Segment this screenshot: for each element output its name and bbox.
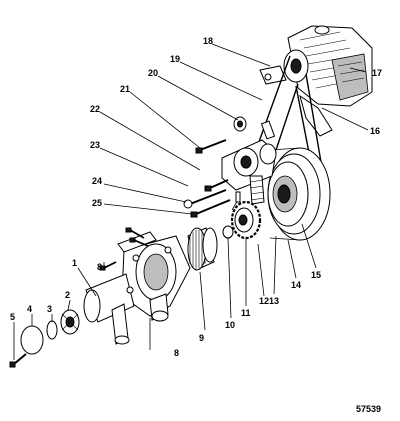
callout-18: 17 xyxy=(372,68,382,78)
callout-20: 19 xyxy=(170,54,180,64)
callout-1: 1 xyxy=(72,258,77,268)
callout-3: 3 xyxy=(47,304,52,314)
callout-9: 8 xyxy=(174,348,179,358)
callout-23: 22 xyxy=(90,104,100,114)
callout-22: 21 xyxy=(120,84,130,94)
callout-16: 15 xyxy=(311,270,321,280)
pump-housing-illustration xyxy=(83,231,191,345)
callout-24: 23 xyxy=(90,140,100,150)
callout-13: 12 xyxy=(259,296,269,306)
callout-4: 4 xyxy=(27,304,32,314)
callout-15: 14 xyxy=(291,280,301,290)
leader-lines xyxy=(13,43,369,360)
alternator-illustration xyxy=(259,25,373,137)
callout-26: 25 xyxy=(92,198,102,208)
tensioner-assembly-illustration xyxy=(221,116,277,205)
callout-8: 8 xyxy=(97,262,102,272)
callout-10: 9 xyxy=(199,333,204,343)
callout-17: 16 xyxy=(370,126,380,136)
crankshaft-pulley-illustration xyxy=(267,147,331,241)
drive-belt-illustration xyxy=(255,55,323,169)
callout-25: 24 xyxy=(92,176,102,186)
callout-5: 5 xyxy=(10,312,15,322)
callout-21: 20 xyxy=(148,68,158,78)
figure-reference-number: 57539 xyxy=(356,404,381,414)
callout-labels: 18 19 20 21 22 23 24 25 17 16 15 14 13 1… xyxy=(10,36,382,358)
housing-screws-illustration xyxy=(99,227,149,271)
callout-14: 13 xyxy=(269,296,279,306)
callout-11: 10 xyxy=(225,320,235,330)
seal-kit-illustration xyxy=(9,309,80,368)
callout-19: 18 xyxy=(203,36,213,46)
tensioner-bolts-illustration xyxy=(183,139,231,218)
impeller-illustration xyxy=(187,227,218,271)
callout-12: 11 xyxy=(241,308,251,318)
callout-2: 2 xyxy=(65,290,70,300)
